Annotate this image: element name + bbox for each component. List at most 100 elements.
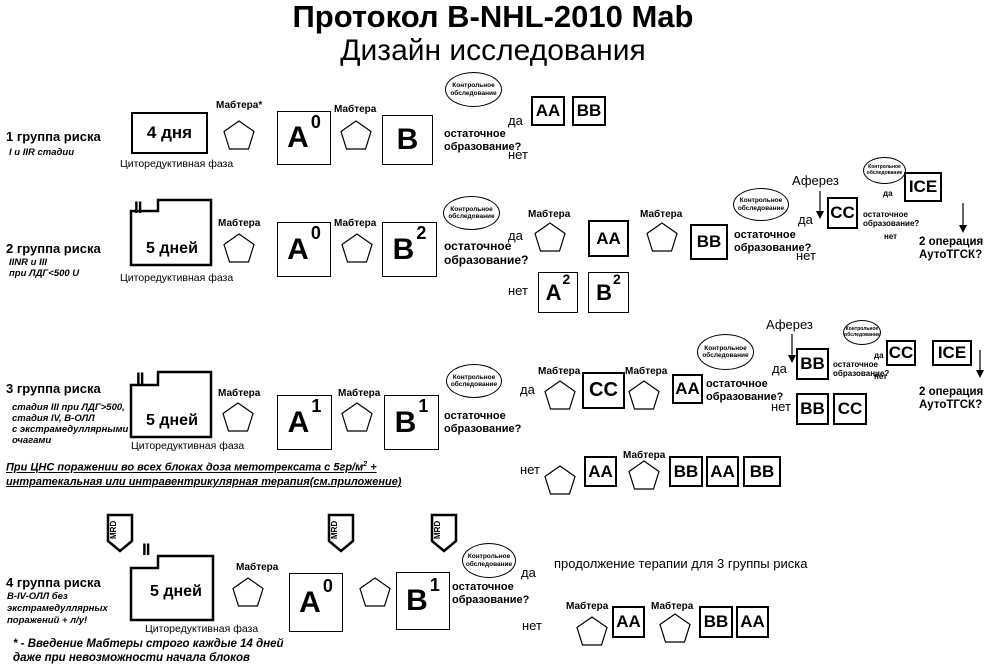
yes-label: да <box>508 228 523 243</box>
block-letter: CC <box>837 399 863 418</box>
residual-l2: образование? <box>444 140 522 153</box>
mabtera-label: Мабтера <box>566 601 609 612</box>
block-index: 2 <box>416 223 427 243</box>
mrd-label: MRD <box>109 520 118 539</box>
residual-l2: образование? <box>444 422 522 435</box>
phase-label-g1: Циторедуктивная фаза <box>120 158 234 170</box>
control-exam-l1: Контрольное <box>452 82 495 90</box>
mabtera-label: Мабтера <box>651 601 694 612</box>
control-exam-l2: обследование <box>844 331 880 338</box>
block-aa: AA <box>588 220 629 257</box>
mabtera-label: Мабтера <box>623 450 666 461</box>
group-desc-3d: очагами <box>12 435 52 446</box>
apheresis-label: Аферез <box>792 173 839 188</box>
residual-l1: остаточное <box>706 378 768 390</box>
block-letter: AA <box>535 101 561 120</box>
mrd-label: MRD <box>433 520 442 539</box>
block-letter: CC <box>830 203 855 222</box>
mrd-label: MRD <box>330 520 339 539</box>
mabtera-label: Мабтера* <box>216 100 263 111</box>
cns-note-sup: 2 <box>363 461 368 468</box>
mabtera-label: Мабтера <box>640 209 683 220</box>
residual-l1: остаточное <box>444 410 506 422</box>
block-index: 0 <box>310 111 321 132</box>
control-exam-l2: обследование <box>448 213 495 220</box>
arrowhead-apheresis-g2 <box>816 211 824 219</box>
page-subtitle: Дизайн исследования <box>340 34 646 67</box>
control-exam-l2: обследование <box>737 204 785 212</box>
phase-label-g2: Циторедуктивная фаза <box>120 272 234 284</box>
phase-box-g3 <box>129 370 213 439</box>
mabtera-pentagon-g4-4 <box>659 613 691 643</box>
block-letter: BB <box>673 461 699 481</box>
yes-label: да <box>521 565 536 580</box>
block-letter: B <box>392 232 415 266</box>
block-letter: AA <box>616 612 641 631</box>
mabtera-pentagon-g4-1 <box>232 577 264 607</box>
continue-therapy-note: продолжение терапии для 3 группы риска <box>554 556 808 571</box>
block-index: 1 <box>418 396 429 416</box>
block-index: 2 <box>613 270 621 287</box>
residual-l2: образование? <box>734 241 812 254</box>
residual-l1: остаточное <box>734 229 796 241</box>
block-letter: AA <box>710 461 735 481</box>
mabtera-label: Мабтера <box>334 218 377 229</box>
block-bb: BB <box>699 606 733 638</box>
group-desc-2b: при ЛДГ<500 U <box>9 268 80 279</box>
residual-l2: образование? <box>833 368 890 378</box>
control-exam-l2: обследование <box>465 560 513 568</box>
mabtera-pentagon-g3-1 <box>222 402 254 432</box>
footnote-line2: даже при невозможности начала блоков <box>13 652 250 664</box>
block-cc: CC <box>886 340 916 366</box>
no-label: нет <box>508 283 528 298</box>
block-aa: AA <box>612 606 645 638</box>
block-bb: BB <box>796 348 829 380</box>
block-letter: AA <box>588 461 613 481</box>
block-letter: B <box>394 405 417 439</box>
control-exam-l2: обследование <box>866 169 903 176</box>
phase-box-g1: 4 дня <box>131 112 208 154</box>
operation-l2: АутоТГСК? <box>919 249 983 262</box>
operation-l1: 2 операция <box>919 386 984 398</box>
no-label: нет <box>522 618 542 633</box>
residual-l1: остаточное <box>444 239 512 253</box>
block-index: 2 <box>562 270 571 287</box>
phase-days: 4 дня <box>146 123 193 142</box>
block-letter: BB <box>800 399 825 418</box>
block-letter: BB <box>696 232 722 251</box>
control-exam-l1: Контрольное <box>704 344 747 352</box>
phase-label-g4: Циторедуктивная фаза <box>145 623 259 635</box>
phase-days: 5 дней <box>146 240 198 257</box>
yes-label: да <box>772 361 787 376</box>
group-label-1: 1 группа риска <box>6 129 101 144</box>
residual-l1: остаточное <box>452 581 514 593</box>
mabtera-label: Мабтера <box>218 218 261 229</box>
no-label: нет <box>508 147 528 162</box>
yes-label: да <box>798 212 813 227</box>
residual-l2: образование? <box>444 252 529 267</box>
block-aa: AA <box>672 374 703 404</box>
block-letter: AA <box>596 228 621 248</box>
block-aa: AA <box>736 606 769 638</box>
no-label: нет <box>884 232 898 241</box>
phase-box-g4 <box>129 554 215 622</box>
block-bb: BB <box>572 96 606 126</box>
block-letter: ICE <box>908 177 938 196</box>
mabtera-pentagon-g3-3 <box>544 380 576 410</box>
mabtera-pentagon-g2-1 <box>223 233 255 263</box>
group-label-4: 4 группа риска <box>6 575 101 590</box>
